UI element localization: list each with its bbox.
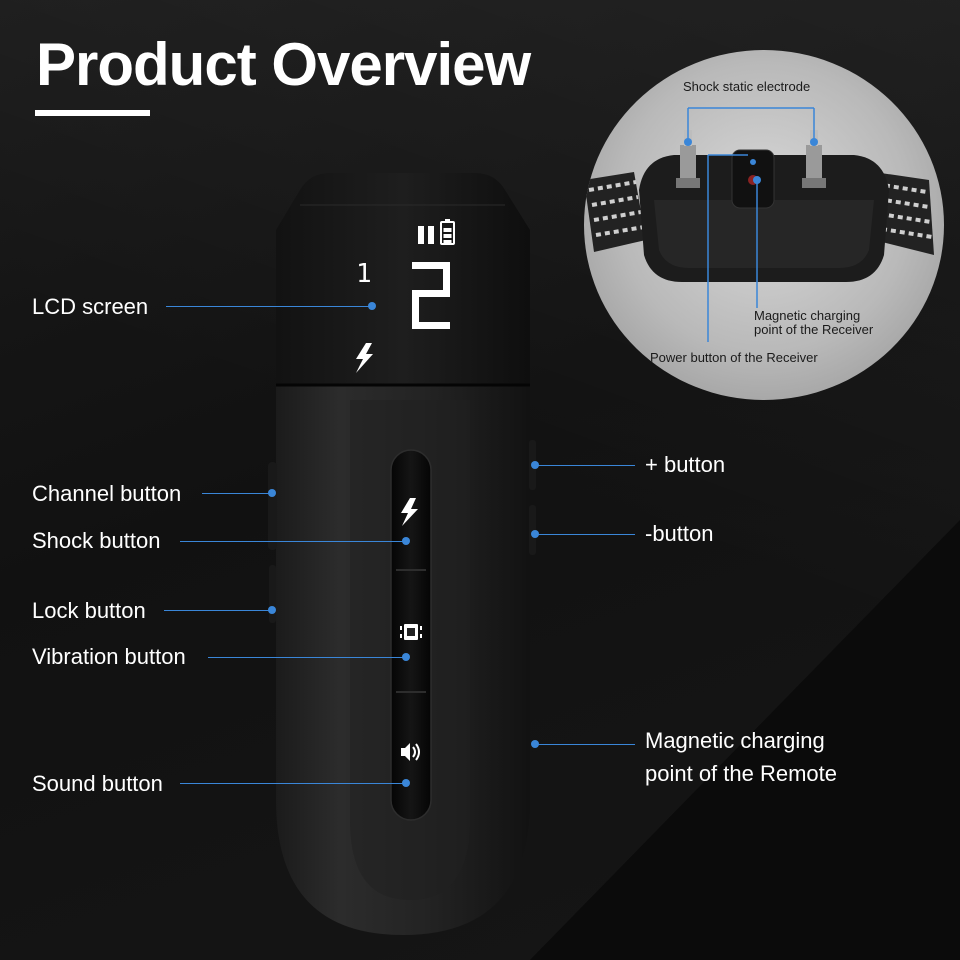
remote-charging-label-line2: point of the Remote xyxy=(645,761,838,786)
battery-icon xyxy=(440,219,455,245)
remote-charging-label-line1: Magnetic charging xyxy=(645,728,825,753)
lock-button-label: Lock button xyxy=(32,598,146,623)
channel-button-leader xyxy=(202,493,272,494)
signal-icon xyxy=(418,226,424,244)
lock-button-leader xyxy=(164,610,272,611)
shock-button-leader xyxy=(180,541,406,542)
receiver-charging-label-line1: Magnetic charging xyxy=(754,308,861,323)
title-underline xyxy=(35,110,150,116)
shock-button-label: Shock button xyxy=(32,528,161,553)
sound-button-label: Sound button xyxy=(32,771,163,796)
vibration-button-label: Vibration button xyxy=(32,644,186,669)
minus-button-leader xyxy=(535,534,635,535)
lcd-channel: 1 xyxy=(356,259,372,289)
collar-strap-right xyxy=(874,172,934,255)
minus-button-label: -button xyxy=(645,521,714,546)
receiver-image: Shock static electrode Magnetic charging… xyxy=(584,50,944,400)
shock-button-dot xyxy=(402,537,410,545)
lcd-lightning-icon xyxy=(356,343,373,373)
vibration-button-dot xyxy=(402,653,410,661)
plus-button-label: + button xyxy=(645,452,726,477)
channel-button-label: Channel button xyxy=(32,481,182,506)
remote-head xyxy=(276,173,530,385)
lock-side-button xyxy=(269,565,276,623)
channel-button-dot xyxy=(268,489,276,497)
sound-button-leader xyxy=(180,783,406,784)
lcd-screen-leader xyxy=(166,306,372,307)
lock-button-dot xyxy=(268,606,276,614)
sound-button-dot xyxy=(402,779,410,787)
channel-side-button xyxy=(268,462,277,550)
vibration-button-leader xyxy=(208,657,406,658)
plus-button-leader xyxy=(535,465,635,466)
receiver-power-label: Power button of the Receiver xyxy=(650,350,818,365)
electrode-label: Shock static electrode xyxy=(683,79,811,94)
remote-charging-leader xyxy=(535,744,635,745)
receiver-charging-label-line2: point of the Receiver xyxy=(754,322,874,337)
lcd-screen-label: LCD screen xyxy=(32,294,149,319)
lcd-screen-dot xyxy=(368,302,376,310)
collar-strap-left xyxy=(584,172,646,252)
sound-icon xyxy=(401,743,420,761)
lcd-level-digit xyxy=(412,262,450,329)
lightning-icon xyxy=(401,498,418,526)
page-title: Product Overview xyxy=(36,31,531,98)
